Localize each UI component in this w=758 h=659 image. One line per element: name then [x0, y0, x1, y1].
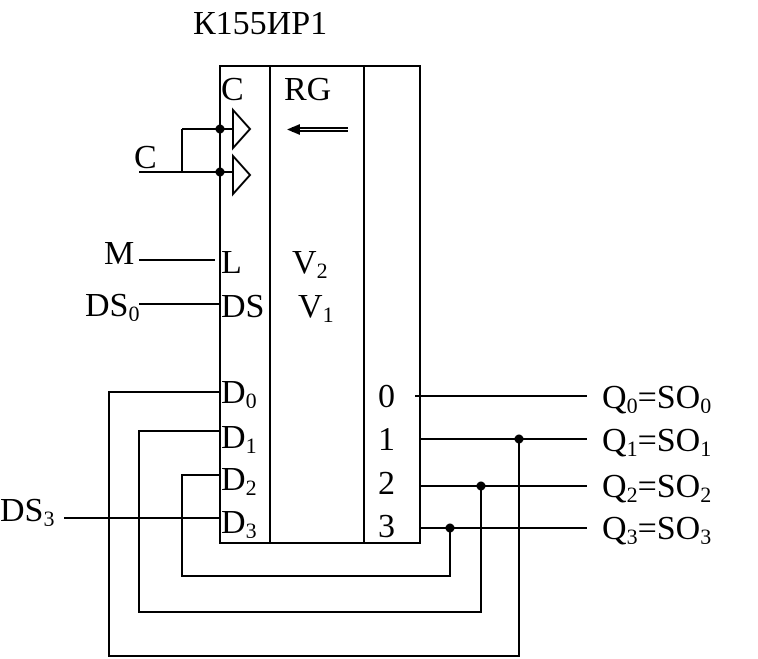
chip-serial-value: V1: [298, 288, 334, 327]
chip-input-d2: D2: [221, 461, 257, 500]
clock-triangle-icon-1: [232, 107, 252, 151]
chip-input-d3: D3: [221, 504, 257, 543]
shift-direction-arrow-icon: [287, 124, 348, 135]
output-label-2: Q2=SO2: [602, 468, 711, 507]
chip-output-1: 1: [378, 421, 395, 458]
clock-node-1: [215, 124, 225, 134]
output-label-3: Q3=SO3: [602, 510, 711, 549]
chip-clock-label: C: [221, 71, 244, 108]
chip-output-3: 3: [378, 508, 395, 545]
ext-mode-label: M: [104, 235, 134, 272]
junction-q1: [514, 434, 524, 444]
feedback-q1-to-d0: [108, 391, 520, 657]
ext-ds3-label: DS3: [0, 492, 54, 531]
feedback-q2-to-d1: [138, 430, 482, 613]
clock-triangle-icon-2: [232, 153, 252, 197]
chip-serial-label: DS: [221, 288, 264, 325]
output-label-0: Q0=SO0: [602, 379, 711, 418]
ext-ds0-label: DS0: [85, 287, 139, 326]
chip-input-d1: D1: [221, 419, 257, 458]
feedback-q3-to-d2: [181, 474, 451, 577]
output-label-1: Q1=SO1: [602, 422, 711, 461]
junction-q3: [445, 523, 455, 533]
chip-output-2: 2: [378, 465, 395, 502]
clock-node-2: [215, 167, 225, 177]
ext-clock-label: C: [134, 139, 157, 176]
chip-mode-label: L: [221, 244, 242, 281]
junction-q2: [476, 481, 486, 491]
chip-output-0: 0: [378, 378, 395, 415]
chip-function-label: RG: [284, 71, 331, 108]
chip-title: К155ИР1: [193, 5, 327, 42]
chip-input-d0: D0: [221, 374, 257, 413]
chip-mode-value: V2: [292, 244, 328, 283]
